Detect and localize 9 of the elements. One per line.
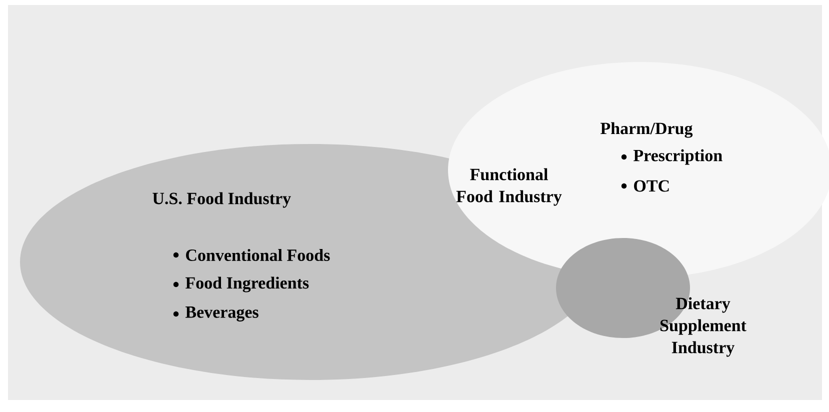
bullet-item: Prescription [621, 149, 722, 165]
heading: U.S. Food Industry [152, 192, 291, 208]
heading: Pharm/Drug [600, 122, 693, 138]
bullet-item: OTC [621, 180, 669, 192]
bullet-item: Beverages [173, 306, 258, 322]
bullet-item: Food Ingredients [173, 276, 309, 292]
heading: Dietary Supplement Industry [660, 297, 746, 357]
overlap-label: Functional Food Industry [456, 168, 562, 206]
bullet-item: Conventional Foods [173, 249, 330, 261]
